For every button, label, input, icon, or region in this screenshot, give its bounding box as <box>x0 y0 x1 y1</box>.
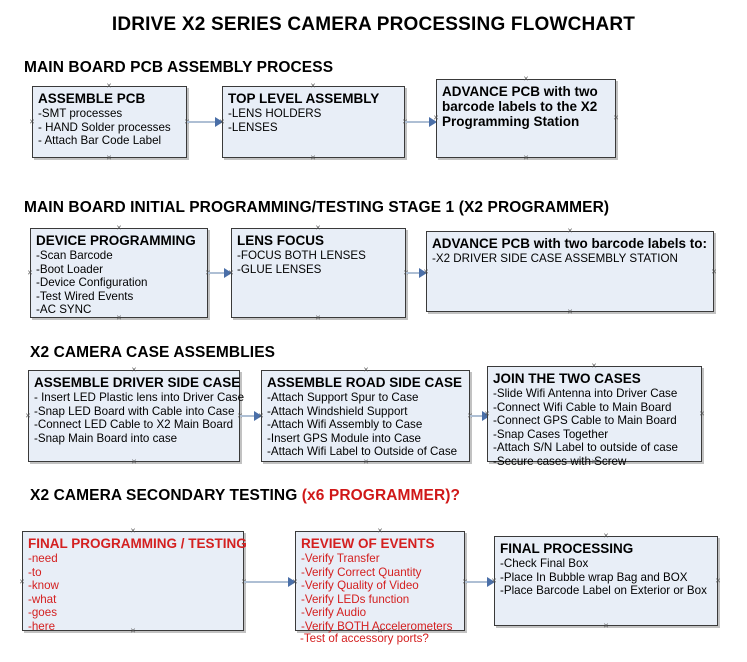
process-box-join-the-two-cases[interactable]: JOIN THE TWO CASES -Slide Wifi Antenna i… <box>487 366 702 468</box>
connector-arrow-icon <box>487 577 495 587</box>
process-box-assemble-pcb[interactable]: ASSEMBLE PCB -SMT processes - HAND Solde… <box>32 86 187 158</box>
connector-line <box>244 581 294 583</box>
box-header: ADVANCE PCB with two barcode labels to: <box>432 236 708 251</box>
box-item: -here <box>28 619 56 633</box>
process-box-final-processing[interactable]: FINAL PROCESSING -Check Final Box -Place… <box>494 536 718 626</box>
box-item: -Slide Wifi Antenna into Driver Case <box>493 387 678 400</box>
process-box-lens-focus[interactable]: LENS FOCUS -FOCUS BOTH LENSES -GLUE LENS… <box>231 228 406 318</box>
process-box-review-of-events[interactable]: REVIEW OF EVENTS -Verify Transfer -Verif… <box>295 531 465 645</box>
box-item: -Attach Support Spur to Case <box>267 391 419 404</box>
process-box-assemble-driver-side-case[interactable]: ASSEMBLE DRIVER SIDE CASE - Insert LED P… <box>28 370 245 462</box>
box-item: -Verify LEDs function <box>301 592 410 606</box>
box-header: FINAL PROGRAMMING / TESTING <box>28 536 247 551</box>
box-item: -Connect GPS Cable to Main Board <box>493 414 677 428</box>
box-item: -Secure cases with Screw <box>493 454 627 468</box>
section-heading-3: X2 CAMERA CASE ASSEMBLIES <box>30 344 275 362</box>
box-item: -Check Final Box <box>500 557 589 570</box>
connector-line <box>240 415 261 417</box>
process-box-advance-pcb-2[interactable]: ADVANCE PCB with two barcode labels to: … <box>426 231 714 312</box>
box-item: -X2 DRIVER SIDE CASE ASSEMBLY STATION <box>432 252 678 265</box>
box-item: -SMT processes <box>38 107 123 120</box>
box-item: -LENSES <box>228 120 278 134</box>
box-item: -Attach Wifi Label to Outside of Case <box>267 445 458 459</box>
box-item: -Snap Cases Together <box>493 427 609 441</box>
box-item: -Verify Correct Quantity <box>301 565 422 579</box>
box-item: -Verify Quality of Video <box>301 579 419 593</box>
box-item: - Attach Bar Code Label <box>38 134 162 148</box>
box-item: -Device Configuration <box>36 276 148 290</box>
box-item: -Place In Bubble wrap Bag and BOX <box>500 570 688 584</box>
process-box-final-programming-testing[interactable]: FINAL PROGRAMMING / TESTING -need -to -k… <box>22 531 247 633</box>
page-title: IDRIVE X2 SERIES CAMERA PROCESSING FLOWC… <box>111 14 636 35</box>
box-item: -goes <box>28 606 58 620</box>
connector-arrow-icon <box>215 117 223 127</box>
section-heading-1: MAIN BOARD PCB ASSEMBLY PROCESS <box>24 59 333 77</box>
box-item: -Verify Transfer <box>301 552 380 565</box>
box-item: -to <box>28 565 42 579</box>
box-item: -FOCUS BOTH LENSES <box>237 249 366 262</box>
box-item-overflow: -Test of accessory ports? <box>300 632 429 645</box>
box-item: - Insert LED Plastic lens into Driver Ca… <box>34 391 245 404</box>
connector-arrow-icon <box>419 268 427 278</box>
connector-arrow-icon <box>482 411 490 421</box>
box-item: -Attach S/N Label to outside of case <box>493 441 678 455</box>
box-item: -LENS HOLDERS <box>228 107 322 120</box>
box-item: -Connect LED Cable to X2 Main Board <box>34 418 234 432</box>
connector-arrow-icon <box>288 577 296 587</box>
box-item: -Verify Audio <box>301 606 367 620</box>
box-header: LENS FOCUS <box>237 233 325 248</box>
box-header: ASSEMBLE DRIVER SIDE CASE <box>34 375 241 390</box>
box-header: DEVICE PROGRAMMING <box>36 233 196 248</box>
box-item: -what <box>28 592 57 606</box>
box-item: -GLUE LENSES <box>237 262 322 276</box>
box-item: -Snap Main Board into case <box>34 431 178 445</box>
box-item: -Test Wired Events <box>36 289 134 303</box>
connector-line <box>470 415 488 417</box>
box-item: -Verify BOTH Accelerometers <box>301 619 453 633</box>
process-box-top-level-assembly[interactable]: TOP LEVEL ASSEMBLY -LENS HOLDERS -LENSES <box>222 86 405 158</box>
box-header: JOIN THE TWO CASES <box>493 371 641 386</box>
connector-arrow-icon <box>429 117 437 127</box>
connector-line <box>208 272 230 274</box>
box-item: -know <box>28 579 59 593</box>
box-item: -need <box>28 552 58 565</box>
box-item: -Attach Wifi Assembly to Case <box>267 418 423 432</box>
process-box-advance-pcb-1[interactable]: ADVANCE PCB with two barcode labels to t… <box>436 79 616 158</box>
box-header: ADVANCE PCB with two barcode labels to t… <box>442 84 598 129</box>
box-item: -Scan Barcode <box>36 249 113 262</box>
box-item: -AC SYNC <box>36 303 92 317</box>
section-heading-3-text: X2 CAMERA CASE ASSEMBLIES <box>30 344 276 361</box>
box-item: -Attach Windshield Support <box>267 404 408 418</box>
section-heading-4-text: X2 CAMERA SECONDARY TESTING <box>30 487 302 504</box>
box-item: -Boot Loader <box>36 262 104 276</box>
section-heading-2-text: MAIN BOARD INITIAL PROGRAMMING/TESTING S… <box>24 199 610 216</box>
box-header: REVIEW OF EVENTS <box>301 536 435 551</box>
section-heading-4: X2 CAMERA SECONDARY TESTING (x6 PROGRAMM… <box>30 487 460 505</box>
box-header: FINAL PROCESSING <box>500 541 634 556</box>
box-header: ASSEMBLE ROAD SIDE CASE <box>267 375 463 390</box>
connector-line <box>187 121 222 123</box>
connector-line <box>405 121 435 123</box>
box-item: -Place Barcode Label on Exterior or Box <box>500 584 707 598</box>
box-item: - HAND Solder processes <box>38 120 171 134</box>
section-heading-1-text: MAIN BOARD PCB ASSEMBLY PROCESS <box>24 59 334 76</box>
section-heading-2: MAIN BOARD INITIAL PROGRAMMING/TESTING S… <box>24 199 609 217</box>
box-header: TOP LEVEL ASSEMBLY <box>228 91 380 106</box>
process-box-assemble-road-side-case[interactable]: ASSEMBLE ROAD SIDE CASE -Attach Support … <box>261 370 470 462</box>
box-item: -Snap LED Board with Cable into Case <box>34 404 235 418</box>
box-header: ASSEMBLE PCB <box>38 91 146 106</box>
connector-arrow-icon <box>254 411 262 421</box>
connector-line <box>465 581 493 583</box>
process-box-device-programming[interactable]: DEVICE PROGRAMMING -Scan Barcode -Boot L… <box>30 228 208 318</box>
connector-line <box>406 272 425 274</box>
box-item: -Insert GPS Module into Case <box>267 431 422 445</box>
connector-arrow-icon <box>224 268 232 278</box>
box-item: -Connect Wifi Cable to Main Board <box>493 400 672 414</box>
section-heading-4-red-text: (x6 PROGRAMMER)? <box>301 487 461 504</box>
